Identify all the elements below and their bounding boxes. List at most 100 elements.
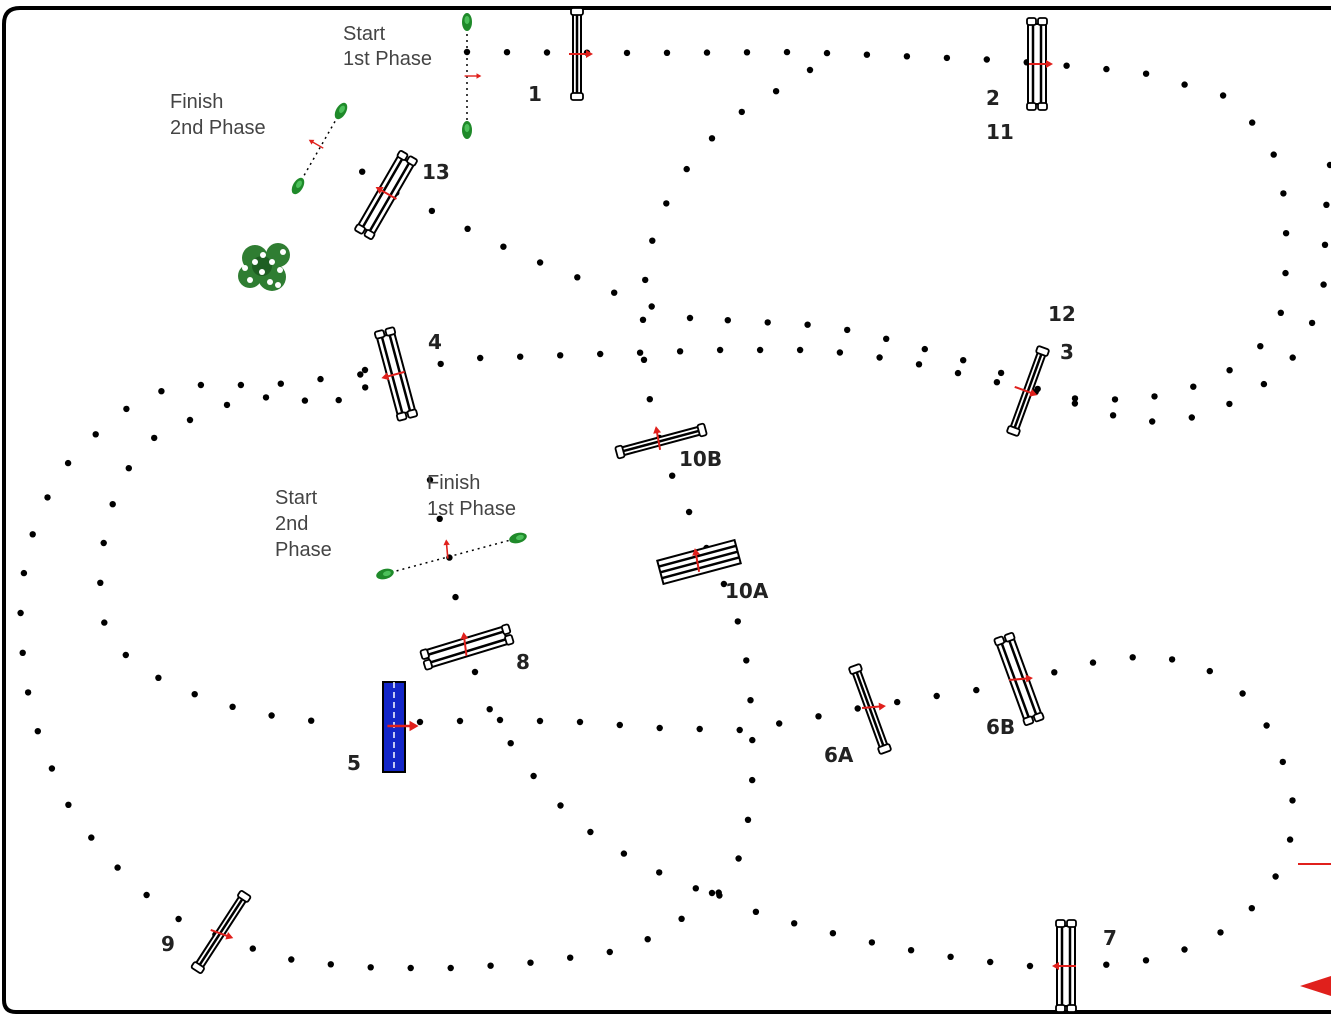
track-dot bbox=[1217, 929, 1224, 936]
track-dot bbox=[1260, 380, 1268, 388]
track-dot bbox=[1190, 383, 1197, 390]
track-dot bbox=[764, 319, 771, 326]
track-dot bbox=[987, 958, 994, 966]
track-dot bbox=[268, 712, 275, 719]
track-dot bbox=[815, 713, 822, 720]
track-dot bbox=[557, 802, 564, 809]
track-dot bbox=[1289, 354, 1296, 361]
track-dot bbox=[854, 705, 861, 712]
track-dot bbox=[24, 689, 32, 696]
track-dot bbox=[734, 618, 741, 625]
track-dot bbox=[829, 930, 837, 937]
track-dot bbox=[1051, 669, 1058, 676]
track-dot bbox=[1280, 190, 1287, 197]
track-dot bbox=[1308, 319, 1316, 327]
track-dot bbox=[907, 947, 915, 954]
track-dot bbox=[97, 579, 104, 586]
track-dot bbox=[903, 53, 911, 60]
track-dot bbox=[536, 259, 544, 266]
track-dot bbox=[486, 706, 493, 713]
track-dot bbox=[1109, 412, 1117, 419]
track-dot bbox=[155, 674, 162, 681]
track-dot bbox=[685, 508, 693, 516]
track-dot bbox=[503, 49, 511, 56]
track-dot bbox=[696, 725, 703, 733]
track-dot bbox=[416, 718, 424, 726]
track-dot bbox=[1272, 873, 1279, 880]
track-dot bbox=[708, 889, 716, 897]
track-dot bbox=[357, 371, 364, 378]
track-dot bbox=[262, 394, 270, 401]
track-dot bbox=[1129, 654, 1136, 661]
track-dot bbox=[756, 346, 764, 354]
track-dot bbox=[993, 379, 1001, 386]
tree-icon bbox=[238, 243, 290, 291]
track-dot bbox=[229, 703, 236, 710]
track-dot bbox=[1151, 393, 1158, 400]
finish-2nd-phase-label: Finish 2nd Phase bbox=[170, 91, 266, 139]
track-dot bbox=[471, 668, 479, 676]
start-1st-phase-label: Start 1st Phase bbox=[343, 23, 432, 70]
track-dot bbox=[724, 317, 731, 324]
track-dots bbox=[17, 48, 1331, 972]
track-dot bbox=[88, 834, 95, 841]
track-dot bbox=[933, 692, 940, 700]
track-dot bbox=[736, 726, 743, 734]
entry-arrow-icon bbox=[1300, 976, 1331, 996]
obstacle-number-9: 9 bbox=[161, 932, 175, 956]
track-dot bbox=[1286, 836, 1294, 843]
track-dot bbox=[649, 237, 656, 244]
track-dot bbox=[791, 920, 798, 927]
start-1st-phase-line bbox=[462, 13, 483, 139]
track-dot bbox=[362, 384, 369, 391]
track-dot bbox=[1071, 395, 1079, 402]
track-dot bbox=[1289, 797, 1296, 804]
track-dot bbox=[676, 348, 684, 355]
track-dot bbox=[776, 720, 783, 727]
track-dot bbox=[19, 649, 26, 656]
track-dot bbox=[1219, 92, 1227, 99]
obstacle-6b bbox=[992, 631, 1046, 727]
track-dot bbox=[640, 356, 648, 363]
track-dot bbox=[876, 354, 883, 361]
track-dot bbox=[915, 361, 923, 368]
track-dot bbox=[620, 850, 628, 857]
track-dot bbox=[426, 476, 434, 484]
track-dot bbox=[1279, 758, 1287, 766]
track-dot bbox=[517, 353, 524, 360]
track-dot bbox=[1263, 722, 1270, 729]
track-dot bbox=[567, 954, 574, 961]
obstacle-4 bbox=[373, 325, 419, 423]
track-dot bbox=[1270, 151, 1277, 158]
track-dot bbox=[823, 49, 831, 57]
obstacle-number-10b: 10B bbox=[679, 447, 722, 471]
finish-1st-phase-line bbox=[375, 530, 528, 582]
obstacle-number-7: 7 bbox=[1103, 926, 1117, 950]
track-dot bbox=[954, 369, 962, 377]
obstacle-number-5: 5 bbox=[347, 751, 361, 775]
track-dot bbox=[1149, 418, 1156, 425]
track-dot bbox=[716, 346, 724, 354]
track-dot bbox=[921, 345, 928, 353]
track-dot bbox=[367, 964, 374, 971]
track-dot bbox=[34, 728, 41, 735]
obstacle-1 bbox=[568, 6, 594, 102]
track-dot bbox=[123, 405, 130, 413]
track-dot bbox=[1103, 65, 1110, 73]
track-dot bbox=[456, 717, 464, 725]
track-dot bbox=[100, 539, 107, 547]
track-dot bbox=[64, 459, 72, 467]
track-dot bbox=[1257, 343, 1264, 350]
track-dot bbox=[749, 736, 756, 744]
track-dot bbox=[1181, 946, 1188, 953]
track-dot bbox=[1142, 957, 1150, 964]
track-dot bbox=[663, 200, 670, 207]
track-dot bbox=[738, 108, 745, 116]
track-dot bbox=[642, 276, 649, 284]
track-dot bbox=[151, 434, 158, 442]
track-dot bbox=[1111, 396, 1119, 403]
track-dot bbox=[1226, 367, 1233, 374]
track-dot bbox=[749, 776, 756, 784]
track-dot bbox=[125, 465, 132, 472]
